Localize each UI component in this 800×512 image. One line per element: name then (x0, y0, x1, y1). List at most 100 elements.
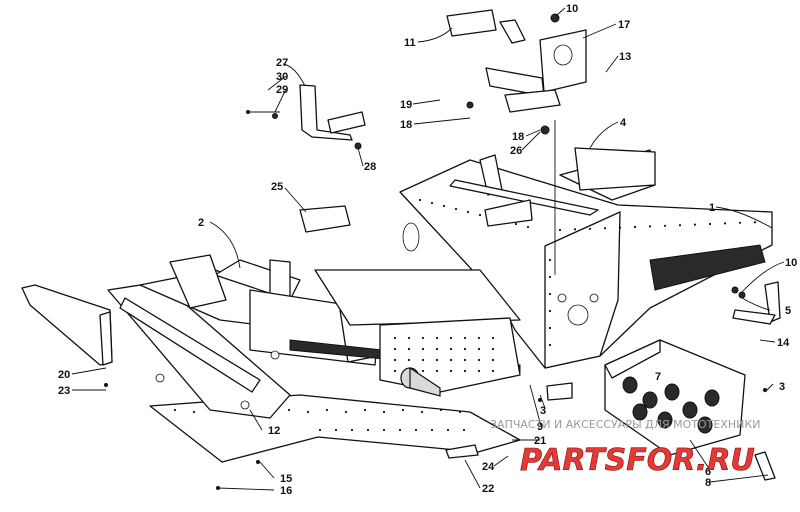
rivet (398, 428, 402, 432)
rivet (477, 347, 481, 351)
rivet (439, 408, 443, 412)
rivet (366, 428, 370, 432)
rivet (463, 369, 467, 373)
rivet (420, 410, 424, 414)
rivet (678, 224, 682, 227)
rivet (738, 221, 742, 224)
rivet (449, 336, 453, 340)
rivet (442, 204, 446, 208)
leader-lines (71, 7, 785, 491)
rivet (463, 347, 467, 351)
callout-16: 16 (280, 485, 292, 497)
callout-3a: 3 (540, 405, 546, 417)
rivet (350, 428, 354, 432)
callout-7: 7 (655, 371, 661, 383)
lightening-hole (697, 416, 713, 434)
rivet (648, 225, 652, 228)
step-plate-part-6 (604, 339, 746, 456)
rivet (466, 210, 470, 214)
lightening-hole (682, 401, 698, 419)
rivet (435, 358, 439, 362)
rivet (548, 343, 552, 347)
callout-10a: 10 (785, 257, 797, 269)
rivet (633, 225, 637, 229)
callout-22: 22 (482, 483, 494, 495)
callout-2: 2 (198, 217, 204, 229)
rivet (558, 228, 562, 232)
callout-4: 4 (620, 117, 627, 129)
steering-support (449, 154, 599, 227)
rivet (526, 225, 530, 229)
lightening-hole (657, 411, 673, 429)
rivet (325, 408, 329, 412)
rivet (418, 198, 422, 202)
rivet (603, 227, 607, 230)
rivet (477, 336, 481, 340)
rivet (463, 358, 467, 362)
rivet (548, 258, 552, 262)
lightening-hole (632, 403, 648, 421)
rivet (693, 223, 697, 226)
rivet (393, 358, 397, 362)
callout-10b: 10 (566, 3, 578, 15)
rivet (477, 358, 481, 362)
callout-8: 8 (705, 477, 711, 489)
bracket-arm-part-17b (499, 19, 526, 44)
rivet (477, 369, 481, 373)
rivet (753, 221, 757, 224)
rivet (548, 326, 552, 330)
rivet (491, 369, 495, 373)
rivet (382, 428, 386, 432)
rivet (421, 369, 425, 373)
rivet (334, 428, 338, 432)
rivet (318, 428, 322, 432)
rivet (449, 358, 453, 362)
callout-25: 25 (271, 181, 283, 193)
callout-17: 17 (618, 19, 630, 31)
rivet (363, 408, 367, 412)
callout-3b: 3 (779, 381, 785, 393)
plate-part-25 (299, 205, 351, 233)
rivet (306, 410, 310, 414)
rivet (435, 347, 439, 351)
rivet (548, 292, 552, 296)
callout-12: 12 (268, 425, 280, 437)
rivet (478, 213, 482, 217)
rivet (548, 275, 552, 279)
rivet (407, 336, 411, 340)
callout-11: 11 (404, 37, 416, 49)
rivet (548, 309, 552, 313)
rivet (407, 347, 411, 351)
rivet (708, 222, 712, 226)
rivet (393, 369, 397, 373)
rivet (407, 358, 411, 362)
callout-26: 26 (510, 145, 522, 157)
rivet (723, 222, 727, 225)
lightening-hole (642, 391, 658, 409)
callout-5: 5 (785, 305, 791, 317)
rivet (446, 428, 450, 432)
callout-18b: 18 (512, 131, 524, 143)
callout-21: 21 (534, 435, 546, 447)
rivet (491, 336, 495, 340)
rivet (287, 408, 291, 412)
callout-23: 23 (58, 385, 70, 397)
rivet (454, 207, 458, 211)
rivet (192, 410, 196, 414)
rivet (401, 408, 405, 412)
rivet (458, 410, 462, 414)
callout-labels: 1 2 3 3 4 5 6 7 8 9 10 10 11 12 13 14 15… (58, 3, 797, 497)
front-suspension-frame (107, 254, 521, 419)
rivet (430, 201, 434, 205)
linkage-rod-assembly-parts-27-30 (246, 84, 366, 150)
callout-6: 6 (705, 466, 711, 478)
rivet (573, 228, 577, 231)
rivet (173, 408, 177, 412)
steering-post-bracket-part-17 (485, 29, 587, 113)
foot-bracket-part-5 (732, 281, 781, 325)
callout-14: 14 (777, 337, 790, 349)
watermark-caption: ЗАПЧАСТИ И АКСЕССУАРЫ ДЛЯ МОТОТЕХНИКИ (490, 418, 760, 431)
callout-9: 9 (537, 421, 543, 433)
